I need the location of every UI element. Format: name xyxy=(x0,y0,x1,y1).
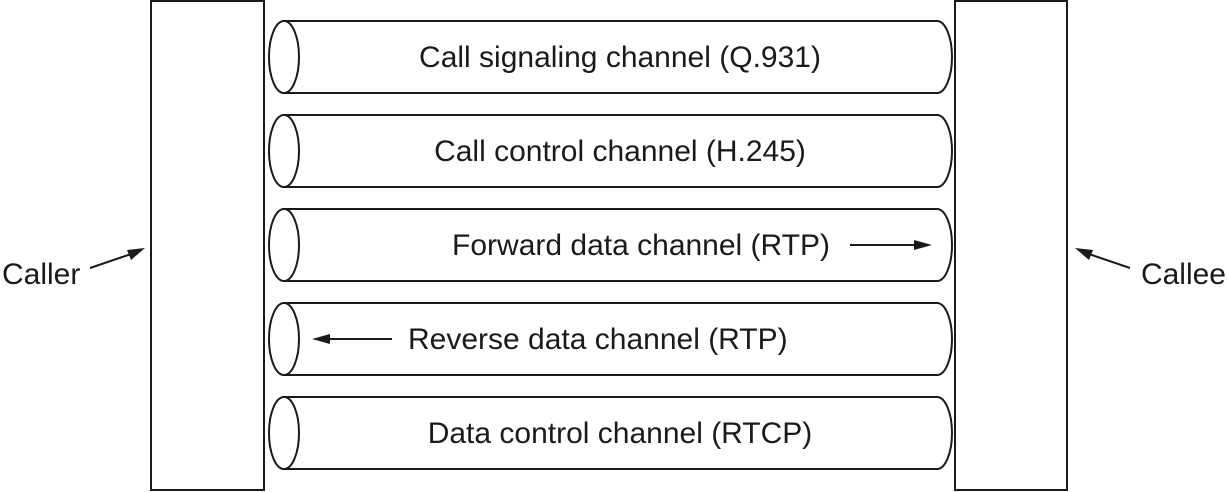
arrow-head xyxy=(914,240,932,250)
pipe-body xyxy=(283,20,953,94)
callee-pointer-arrow xyxy=(1075,248,1131,269)
pipe-body xyxy=(283,208,953,282)
channel-pipe: Reverse data channel (RTP) xyxy=(268,302,953,376)
pipe-end-ellipse xyxy=(268,302,300,376)
callee-label: Callee xyxy=(1141,258,1226,291)
channel-label: Reverse data channel (RTP) xyxy=(408,323,788,356)
arrow-head xyxy=(312,334,330,344)
pipe-end-ellipse xyxy=(268,396,300,470)
pipe-body xyxy=(283,396,953,470)
caller-box xyxy=(150,0,265,491)
direction-arrow xyxy=(850,240,932,250)
caller-pointer-arrow xyxy=(89,248,145,269)
pipe-end-ellipse xyxy=(268,114,300,188)
channel-label: Call signaling channel (Q.931) xyxy=(419,41,821,74)
caller-label: Caller xyxy=(2,258,80,291)
pipe-end-ellipse xyxy=(268,208,300,282)
pipe-end-ellipse xyxy=(268,20,300,94)
caller-pointer-shaft xyxy=(89,252,135,269)
callee-pointer-shaft xyxy=(1085,252,1131,269)
caller-pointer-head xyxy=(127,248,145,260)
channel-pipe: Call signaling channel (Q.931) xyxy=(268,20,953,94)
channel-label: Data control channel (RTCP) xyxy=(428,417,813,450)
pipe-body xyxy=(283,114,953,188)
direction-arrow xyxy=(312,334,392,344)
channel-pipe: Call control channel (H.245) xyxy=(268,114,953,188)
channel-label: Forward data channel (RTP) xyxy=(452,229,830,262)
pipe-body xyxy=(283,302,953,376)
callee-box xyxy=(954,0,1068,491)
callee-pointer-head xyxy=(1075,248,1093,260)
channel-pipe: Data control channel (RTCP) xyxy=(268,396,953,470)
channel-pipe: Forward data channel (RTP) xyxy=(268,208,953,282)
channel-label: Call control channel (H.245) xyxy=(434,135,806,168)
